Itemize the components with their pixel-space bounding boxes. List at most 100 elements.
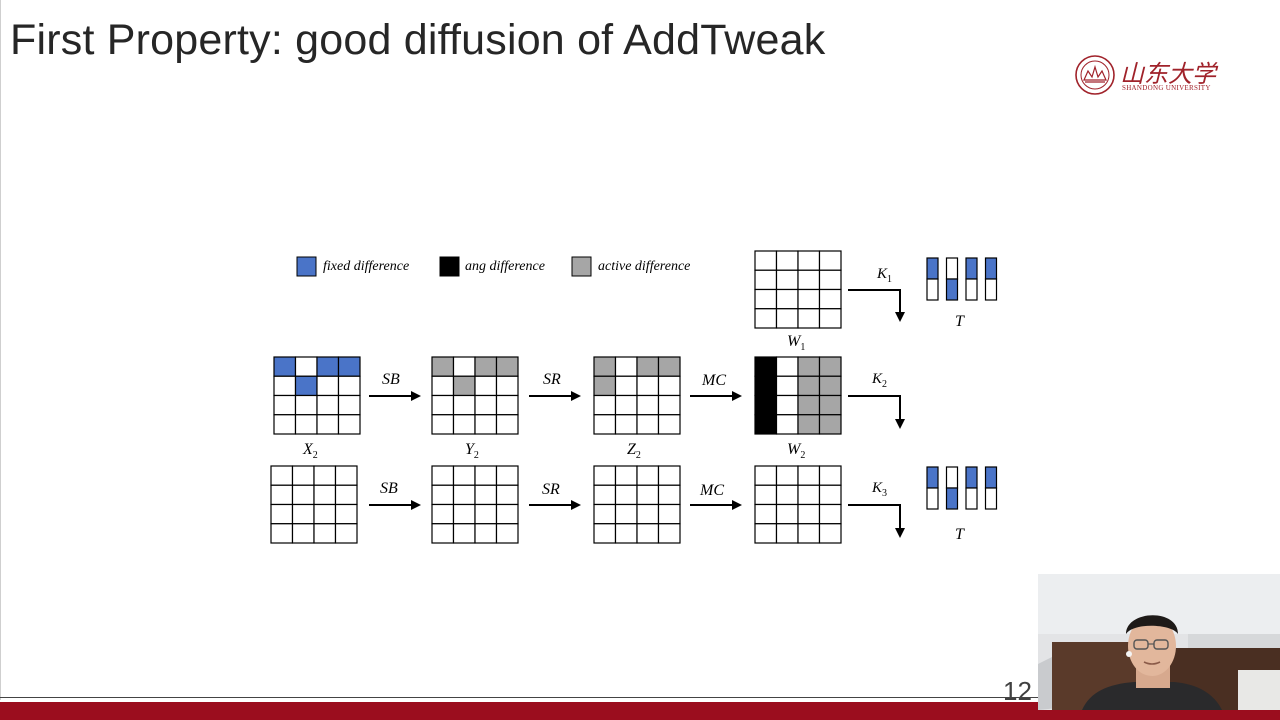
state-grid-z2 [593, 356, 681, 435]
presenter-video-image [1038, 574, 1280, 710]
state-cell [775, 503, 799, 525]
state-cell [431, 394, 455, 416]
state-cell [657, 484, 681, 506]
state-cell [270, 523, 294, 544]
state-label-x2: X2 [302, 441, 318, 461]
state-cell [316, 394, 340, 416]
state-label-z2: Z2 [627, 441, 641, 461]
state-cell [818, 394, 842, 416]
state-cell [273, 394, 297, 416]
legend-label-active: active difference [598, 259, 690, 274]
state-cell [797, 288, 821, 310]
state-cell [593, 465, 617, 486]
tweak-label-row3: T [955, 526, 965, 543]
legend-label-fixed: fixed difference [323, 259, 409, 274]
tweak-cell [945, 278, 959, 301]
tweak-cells-row3 [926, 466, 998, 510]
state-cell [818, 484, 842, 506]
state-cell [291, 503, 315, 525]
op-arrow-sb-row2: SB [369, 371, 421, 401]
legend-swatch-active [571, 256, 592, 277]
state-cell [818, 269, 842, 291]
state-grid-x2 [273, 356, 361, 435]
state-cell [636, 484, 660, 506]
tweak-cell [945, 487, 959, 510]
tweak-cell [926, 278, 939, 301]
state-cell [495, 394, 519, 416]
svg-text:K1: K1 [876, 266, 892, 285]
state-cell [754, 269, 778, 291]
legend-label-any: ang difference [465, 259, 545, 274]
tweak-cell [965, 487, 978, 510]
left-border [0, 0, 1, 700]
state-cell [614, 356, 638, 377]
state-cell [337, 375, 361, 397]
tweak-cell [984, 278, 998, 301]
state-grid-row3-4 [754, 465, 842, 544]
state-cell [474, 503, 498, 525]
state-cell [452, 523, 476, 544]
legend-swatch-any [439, 256, 460, 277]
state-cell [614, 503, 638, 525]
svg-text:K3: K3 [871, 480, 887, 499]
state-cell [452, 375, 476, 397]
state-cell [431, 484, 455, 506]
state-cell [775, 465, 799, 486]
state-cell [593, 356, 617, 377]
legend: fixed difference ang difference active d… [296, 256, 690, 277]
state-cell [452, 356, 476, 377]
tweak-cell [945, 466, 959, 489]
presenter-webcam [1038, 574, 1280, 710]
state-cell [797, 308, 821, 329]
state-cell [294, 356, 318, 377]
state-cell [474, 465, 498, 486]
state-cell [474, 356, 498, 377]
state-label-y2: Y2 [465, 441, 479, 461]
tweak-cell [984, 487, 998, 510]
state-cell [657, 465, 681, 486]
svg-text:MC: MC [701, 372, 726, 389]
state-cell [291, 465, 315, 486]
state-cell [337, 414, 361, 435]
tweak-cell [965, 466, 978, 489]
op-arrow-mc-row2: MC [690, 372, 742, 401]
svg-text:MC: MC [699, 482, 724, 499]
state-cell [495, 503, 519, 525]
state-cell [797, 523, 821, 544]
state-cell [495, 375, 519, 397]
page-number: 12 [1003, 676, 1032, 706]
state-cell [294, 375, 318, 397]
university-seal-icon [1075, 55, 1115, 95]
tweak-label-row1: T [955, 313, 965, 330]
state-cell [614, 523, 638, 544]
op-arrow-sr-row3: SR [529, 481, 581, 510]
svg-text:SR: SR [543, 371, 561, 388]
state-cell [495, 523, 519, 544]
state-cell [334, 523, 358, 544]
state-cell [337, 394, 361, 416]
state-cell [775, 356, 799, 377]
state-grid-w1 [754, 250, 842, 329]
state-cell [754, 356, 778, 377]
state-cell [775, 375, 799, 397]
tweak-cell [926, 257, 939, 280]
state-cell [636, 356, 660, 377]
slide-title: First Property: good diffusion of AddTwe… [10, 16, 826, 64]
state-cell [818, 523, 842, 544]
state-cell [474, 523, 498, 544]
state-cell [273, 356, 297, 377]
op-arrow-sr-row2: SR [529, 371, 581, 401]
state-cell [334, 484, 358, 506]
footer-accent-bar [0, 702, 1280, 720]
key-arrow-k3: K3 [848, 480, 905, 538]
state-cell [294, 414, 318, 435]
state-cell [754, 523, 778, 544]
tweak-cell [984, 257, 998, 280]
state-cell [657, 523, 681, 544]
state-cell [593, 484, 617, 506]
university-name-en: SHANDONG UNIVERSITY [1122, 84, 1211, 92]
state-cell [431, 523, 455, 544]
state-cell [657, 356, 681, 377]
state-cell [452, 414, 476, 435]
